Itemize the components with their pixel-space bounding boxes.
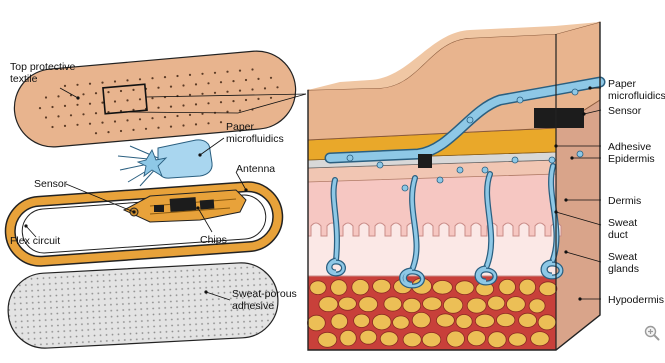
label-antenna: Antenna [236, 163, 275, 175]
zoom-in-icon[interactable] [644, 325, 660, 341]
label-dermis: Dermis [608, 195, 641, 207]
flex-circuit [8, 185, 280, 264]
chip-2 [200, 200, 215, 210]
label-epidermis: Epidermis [608, 153, 655, 165]
label-paper-microfluidics-right: Paper microfluidics [608, 78, 665, 102]
label-hypodermis: Hypodermis [608, 294, 664, 306]
paper-microfluidics-left [118, 140, 212, 186]
label-adhesive: Adhesive [608, 141, 651, 153]
label-sensor-right: Sensor [608, 105, 642, 117]
label-flex-circuit: Flex circuit [10, 235, 60, 247]
label-chips: Chips [200, 234, 227, 246]
label-sweat-duct: Sweat duct [608, 217, 640, 241]
label-sensor-left: Sensor [34, 178, 68, 190]
chip-1 [170, 197, 197, 212]
label-sweat-porous-adhesive: Sweat-porous adhesive [232, 288, 300, 312]
sensor-block-2 [534, 108, 584, 128]
chip-3 [154, 205, 164, 212]
skin-cross-section [308, 22, 601, 350]
label-sweat-glands: Sweat glands [608, 251, 640, 275]
sensor-block-1 [418, 154, 432, 168]
